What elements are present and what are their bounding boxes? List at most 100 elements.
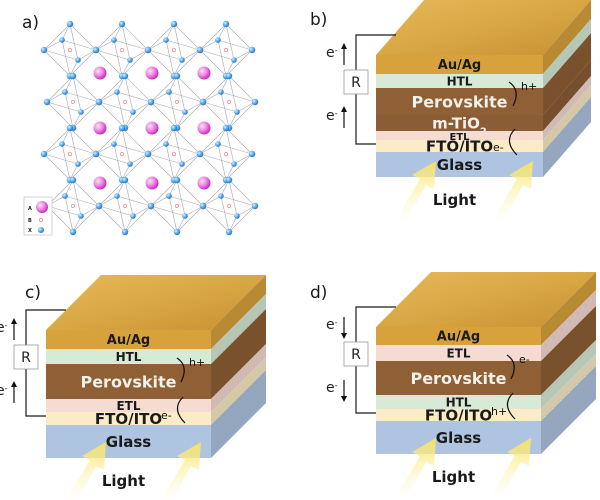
atom-x — [215, 37, 221, 43]
lattice-edge — [173, 127, 201, 155]
atom-a-icon — [36, 201, 48, 213]
superscript: - — [5, 321, 8, 330]
lattice-edge — [72, 179, 82, 217]
lattice-edge — [132, 101, 152, 113]
lattice-edge — [43, 49, 71, 77]
atom-x — [251, 98, 259, 106]
layer-side-face — [541, 272, 596, 345]
carrier-label-lower: h+ — [491, 405, 507, 418]
layer-side-face — [543, 33, 591, 115]
lattice-edge — [150, 205, 178, 233]
lattice-edge — [69, 153, 97, 181]
panel-d-label: d) — [310, 283, 327, 303]
lattice-edge — [61, 143, 71, 181]
atom-x — [40, 46, 48, 54]
atom-b — [68, 152, 72, 156]
light-label: Light — [432, 468, 475, 486]
atom-b — [120, 152, 124, 156]
lattice-edge — [217, 143, 253, 155]
lattice-edge — [165, 39, 175, 77]
resistor-box — [13, 344, 39, 370]
layer-side-face — [211, 294, 266, 364]
lattice-edge — [202, 101, 238, 113]
atom-x — [114, 193, 120, 199]
lattice-edge — [147, 153, 183, 165]
lattice-edge — [61, 39, 71, 77]
lattice-edge — [228, 179, 238, 217]
lattice-edge — [43, 143, 63, 155]
atom-x — [121, 176, 129, 184]
atom-x — [59, 141, 65, 147]
lattice-edge — [64, 91, 74, 129]
atom-x — [231, 57, 237, 63]
carrier-label-lower: e- — [161, 409, 172, 422]
lattice-edge — [116, 195, 152, 207]
panel-a-crystal-structure: a) A B X — [22, 13, 259, 236]
atom-x — [163, 37, 169, 43]
lattice-edge — [121, 49, 149, 77]
layer-label: HTL — [446, 395, 472, 409]
atom-x — [225, 72, 233, 80]
lattice-edge — [184, 205, 204, 217]
electron-label: e- — [326, 317, 338, 333]
atom-a — [93, 66, 107, 80]
atom-x — [173, 176, 181, 184]
layer-side-face — [543, 60, 591, 131]
atom-x — [144, 46, 152, 54]
lattice-edge — [95, 143, 115, 155]
atom-b — [175, 204, 179, 208]
lattice-edge — [121, 153, 149, 181]
lattice-edge — [132, 205, 152, 217]
lattice-edge — [225, 23, 235, 61]
lattice-edge — [165, 39, 201, 51]
lattice-edge — [184, 101, 204, 113]
atom-b — [227, 204, 231, 208]
lattice-edge — [165, 143, 201, 155]
lattice-edge — [181, 49, 201, 61]
lattice-edge — [69, 23, 97, 51]
lattice-edge — [80, 205, 100, 217]
legend-label-b: B — [28, 218, 32, 224]
electron-label: e- — [0, 320, 8, 336]
lattice-edge — [43, 127, 71, 155]
atom-x — [78, 213, 84, 219]
lattice-edge — [95, 49, 131, 61]
atom-b-icon — [39, 217, 44, 222]
lattice-edge — [147, 39, 167, 51]
light-arrow-icon — [396, 438, 436, 500]
lattice-edge — [220, 91, 230, 129]
lattice-edge — [124, 75, 134, 113]
lattice-edge — [176, 205, 204, 233]
layer-label: HTL — [116, 350, 142, 364]
perovskite-lattice — [40, 20, 259, 236]
lattice-edge — [217, 39, 227, 77]
lattice-edge — [98, 101, 126, 129]
layer-label: FTO/ITO — [426, 137, 493, 155]
atom-x — [170, 124, 178, 132]
atom-x — [69, 176, 77, 184]
superscript: - — [335, 318, 338, 327]
layer-au-ag — [376, 55, 543, 74]
layer-label: FTO/ITO — [425, 406, 492, 424]
lattice-edge — [72, 179, 100, 207]
layer-side-face — [541, 306, 596, 395]
lattice-edge — [69, 127, 79, 165]
arrow-head — [341, 333, 347, 339]
lattice-edge — [124, 179, 134, 217]
electron-label: e- — [326, 45, 338, 61]
atom-a — [197, 66, 211, 80]
layer-label: HTL — [447, 74, 473, 88]
lattice-edge — [199, 153, 227, 181]
light-arrow-icon — [493, 161, 533, 225]
atom-x — [147, 98, 155, 106]
atom-x — [166, 89, 172, 95]
lattice-edge — [236, 205, 256, 217]
superscript: - — [335, 381, 338, 390]
resistor-box — [343, 341, 369, 367]
lattice-edge — [46, 101, 74, 129]
atom-x — [92, 150, 100, 158]
gold-top-face — [46, 275, 266, 330]
lattice-edge — [225, 127, 235, 165]
layer-label: Perovskite — [80, 372, 176, 391]
lattice-edge — [72, 75, 82, 113]
